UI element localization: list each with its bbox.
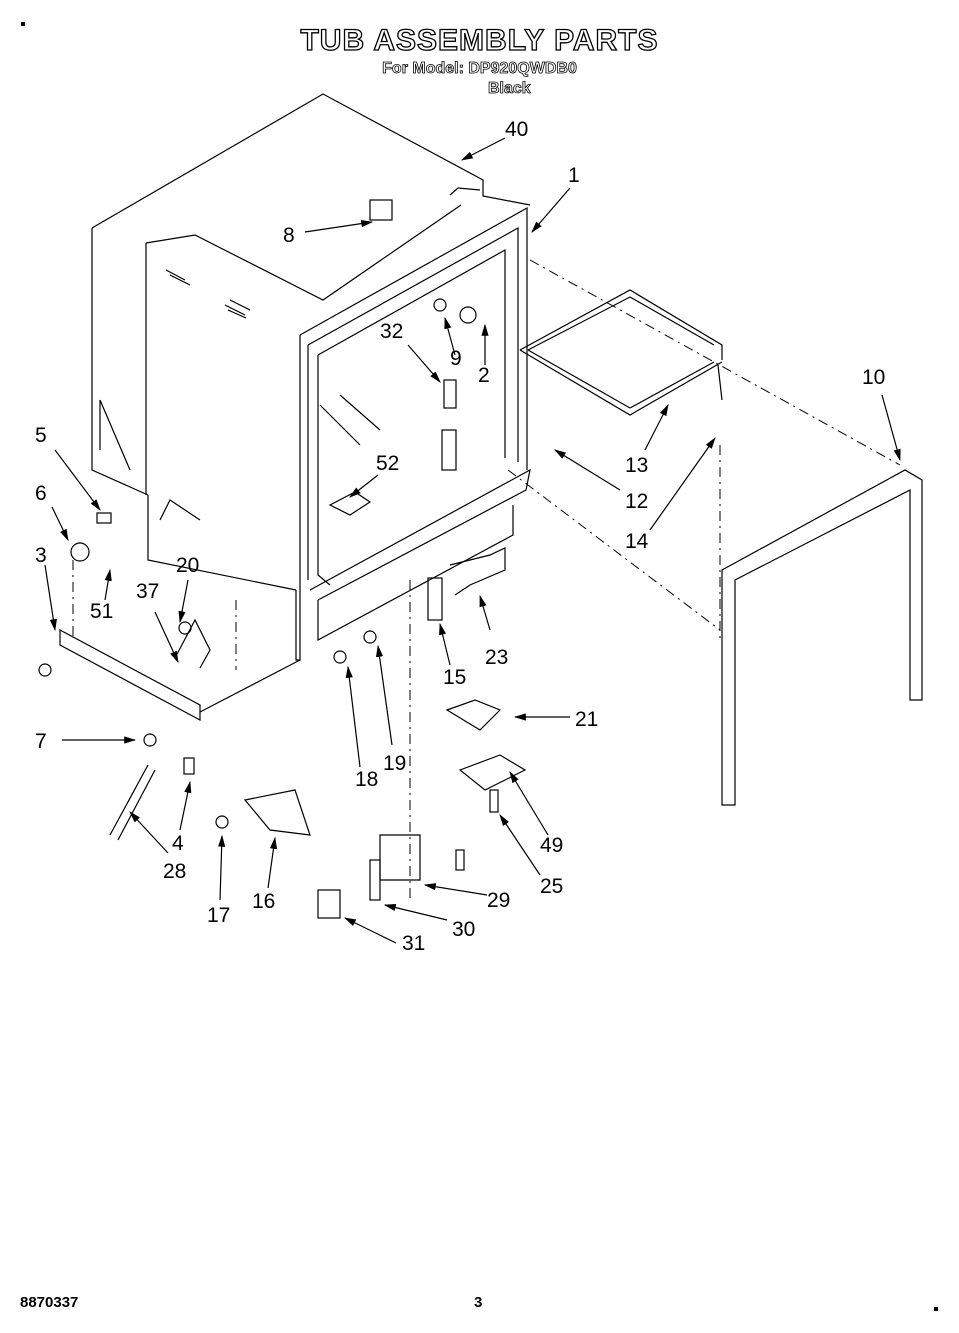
- callout-12: 12: [625, 490, 648, 513]
- callout-15: 15: [443, 666, 466, 689]
- callout-18: 18: [355, 768, 378, 791]
- callout-4: 4: [172, 832, 184, 855]
- part-25-screw-lower: [455, 849, 465, 871]
- document-code: 8870337: [20, 1294, 79, 1311]
- callout-31: 31: [402, 932, 425, 955]
- part-6-washer: [70, 542, 90, 562]
- tub-outer-shell: [91, 93, 531, 496]
- tub-front-frame: [295, 206, 531, 661]
- part-19-foot: [363, 630, 377, 644]
- page-number: 3: [474, 1294, 483, 1311]
- tube-center: [441, 429, 457, 471]
- callout-21: 21: [575, 708, 598, 731]
- part-7-screw-top: [38, 663, 52, 677]
- part-20-clamp: [178, 621, 192, 635]
- rail-10: [721, 469, 923, 806]
- part-5-bolt: [96, 512, 112, 524]
- callout-9: 9: [450, 347, 462, 370]
- part-49-bracket: [458, 754, 527, 791]
- callout-10: 10: [862, 366, 885, 389]
- part-31-cover: [317, 889, 341, 919]
- callout-28: 28: [163, 860, 186, 883]
- tub-base: [147, 495, 301, 713]
- callout-20: 20: [176, 554, 199, 577]
- part-21-plate: [445, 699, 502, 731]
- part-7-screw-bottom: [143, 733, 157, 747]
- part-16-valve: [243, 789, 311, 836]
- callout-14: 14: [625, 530, 649, 553]
- part-17-screw: [215, 815, 229, 829]
- callout-51: 51: [90, 600, 113, 623]
- part-18-foot: [333, 650, 347, 664]
- callout-29: 29: [487, 889, 510, 912]
- part-15-spacer: [427, 577, 443, 621]
- callout-32: 32: [380, 320, 403, 343]
- part-4-leveler: [183, 757, 195, 775]
- part-32-valve: [443, 379, 457, 409]
- callout-52: 52: [376, 452, 399, 475]
- callout-30: 30: [452, 918, 475, 941]
- color-variant: Black: [488, 80, 531, 98]
- callout-6: 6: [35, 482, 47, 505]
- callout-7: 7: [35, 730, 47, 753]
- callout-5: 5: [35, 424, 47, 447]
- callout-40: 40: [505, 118, 528, 141]
- heating-element-13: [519, 289, 723, 416]
- part-23-bracket: [449, 547, 506, 596]
- part-9-screw: [433, 298, 447, 312]
- model-subtitle: For Model: DP920QWDB0: [382, 60, 577, 78]
- part-30-lever: [369, 859, 381, 901]
- part-37-hose: [174, 618, 211, 669]
- callout-2: 2: [478, 364, 490, 387]
- registration-mark-top-left: [21, 22, 25, 26]
- callout-25: 25: [540, 875, 563, 898]
- callout-19: 19: [383, 752, 406, 775]
- part-25-screw-upper: [489, 789, 499, 813]
- part-29-switch: [379, 834, 421, 881]
- callout-17: 17: [207, 904, 230, 927]
- part-8-clip: [369, 199, 393, 221]
- callout-23: 23: [485, 646, 508, 669]
- callout-1: 1: [568, 164, 580, 187]
- callout-37: 37: [136, 580, 159, 603]
- callout-8: 8: [283, 224, 295, 247]
- page-title: TUB ASSEMBLY PARTS: [300, 23, 659, 57]
- part-2-knob: [459, 306, 477, 324]
- part-52-bracket: [328, 491, 372, 516]
- registration-mark-bottom-right: [934, 1307, 938, 1311]
- part-door-hinge-bracket-3: [59, 628, 201, 722]
- callout-3: 3: [35, 544, 47, 567]
- part-28-spring: [109, 764, 156, 841]
- callout-16: 16: [252, 890, 275, 913]
- callout-13: 13: [625, 454, 648, 477]
- callout-49: 49: [540, 834, 563, 857]
